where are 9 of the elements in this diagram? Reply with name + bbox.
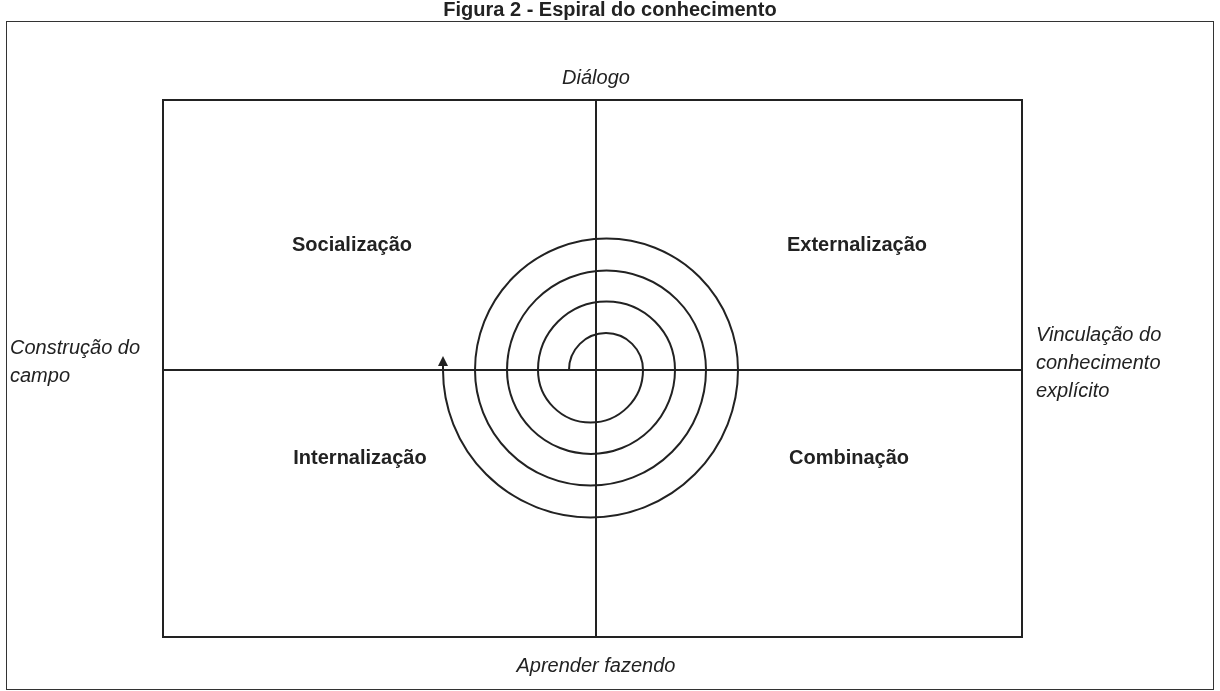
axis-label: Aprender fazendo [514,654,677,677]
quadrant-label: Socialização [290,233,414,256]
quadrant-label: Externalização [785,233,929,256]
quadrant-label: Internalização [292,446,428,469]
quadrant-label: Combinação [788,446,910,469]
axis-label: Diálogo [561,66,631,89]
figure-title: Figura 2 - Espiral do conhecimento [442,0,778,21]
axis-label: Construção do campo [10,335,142,388]
axis-label: Vinculação do conhecimento explícito [1036,322,1163,403]
